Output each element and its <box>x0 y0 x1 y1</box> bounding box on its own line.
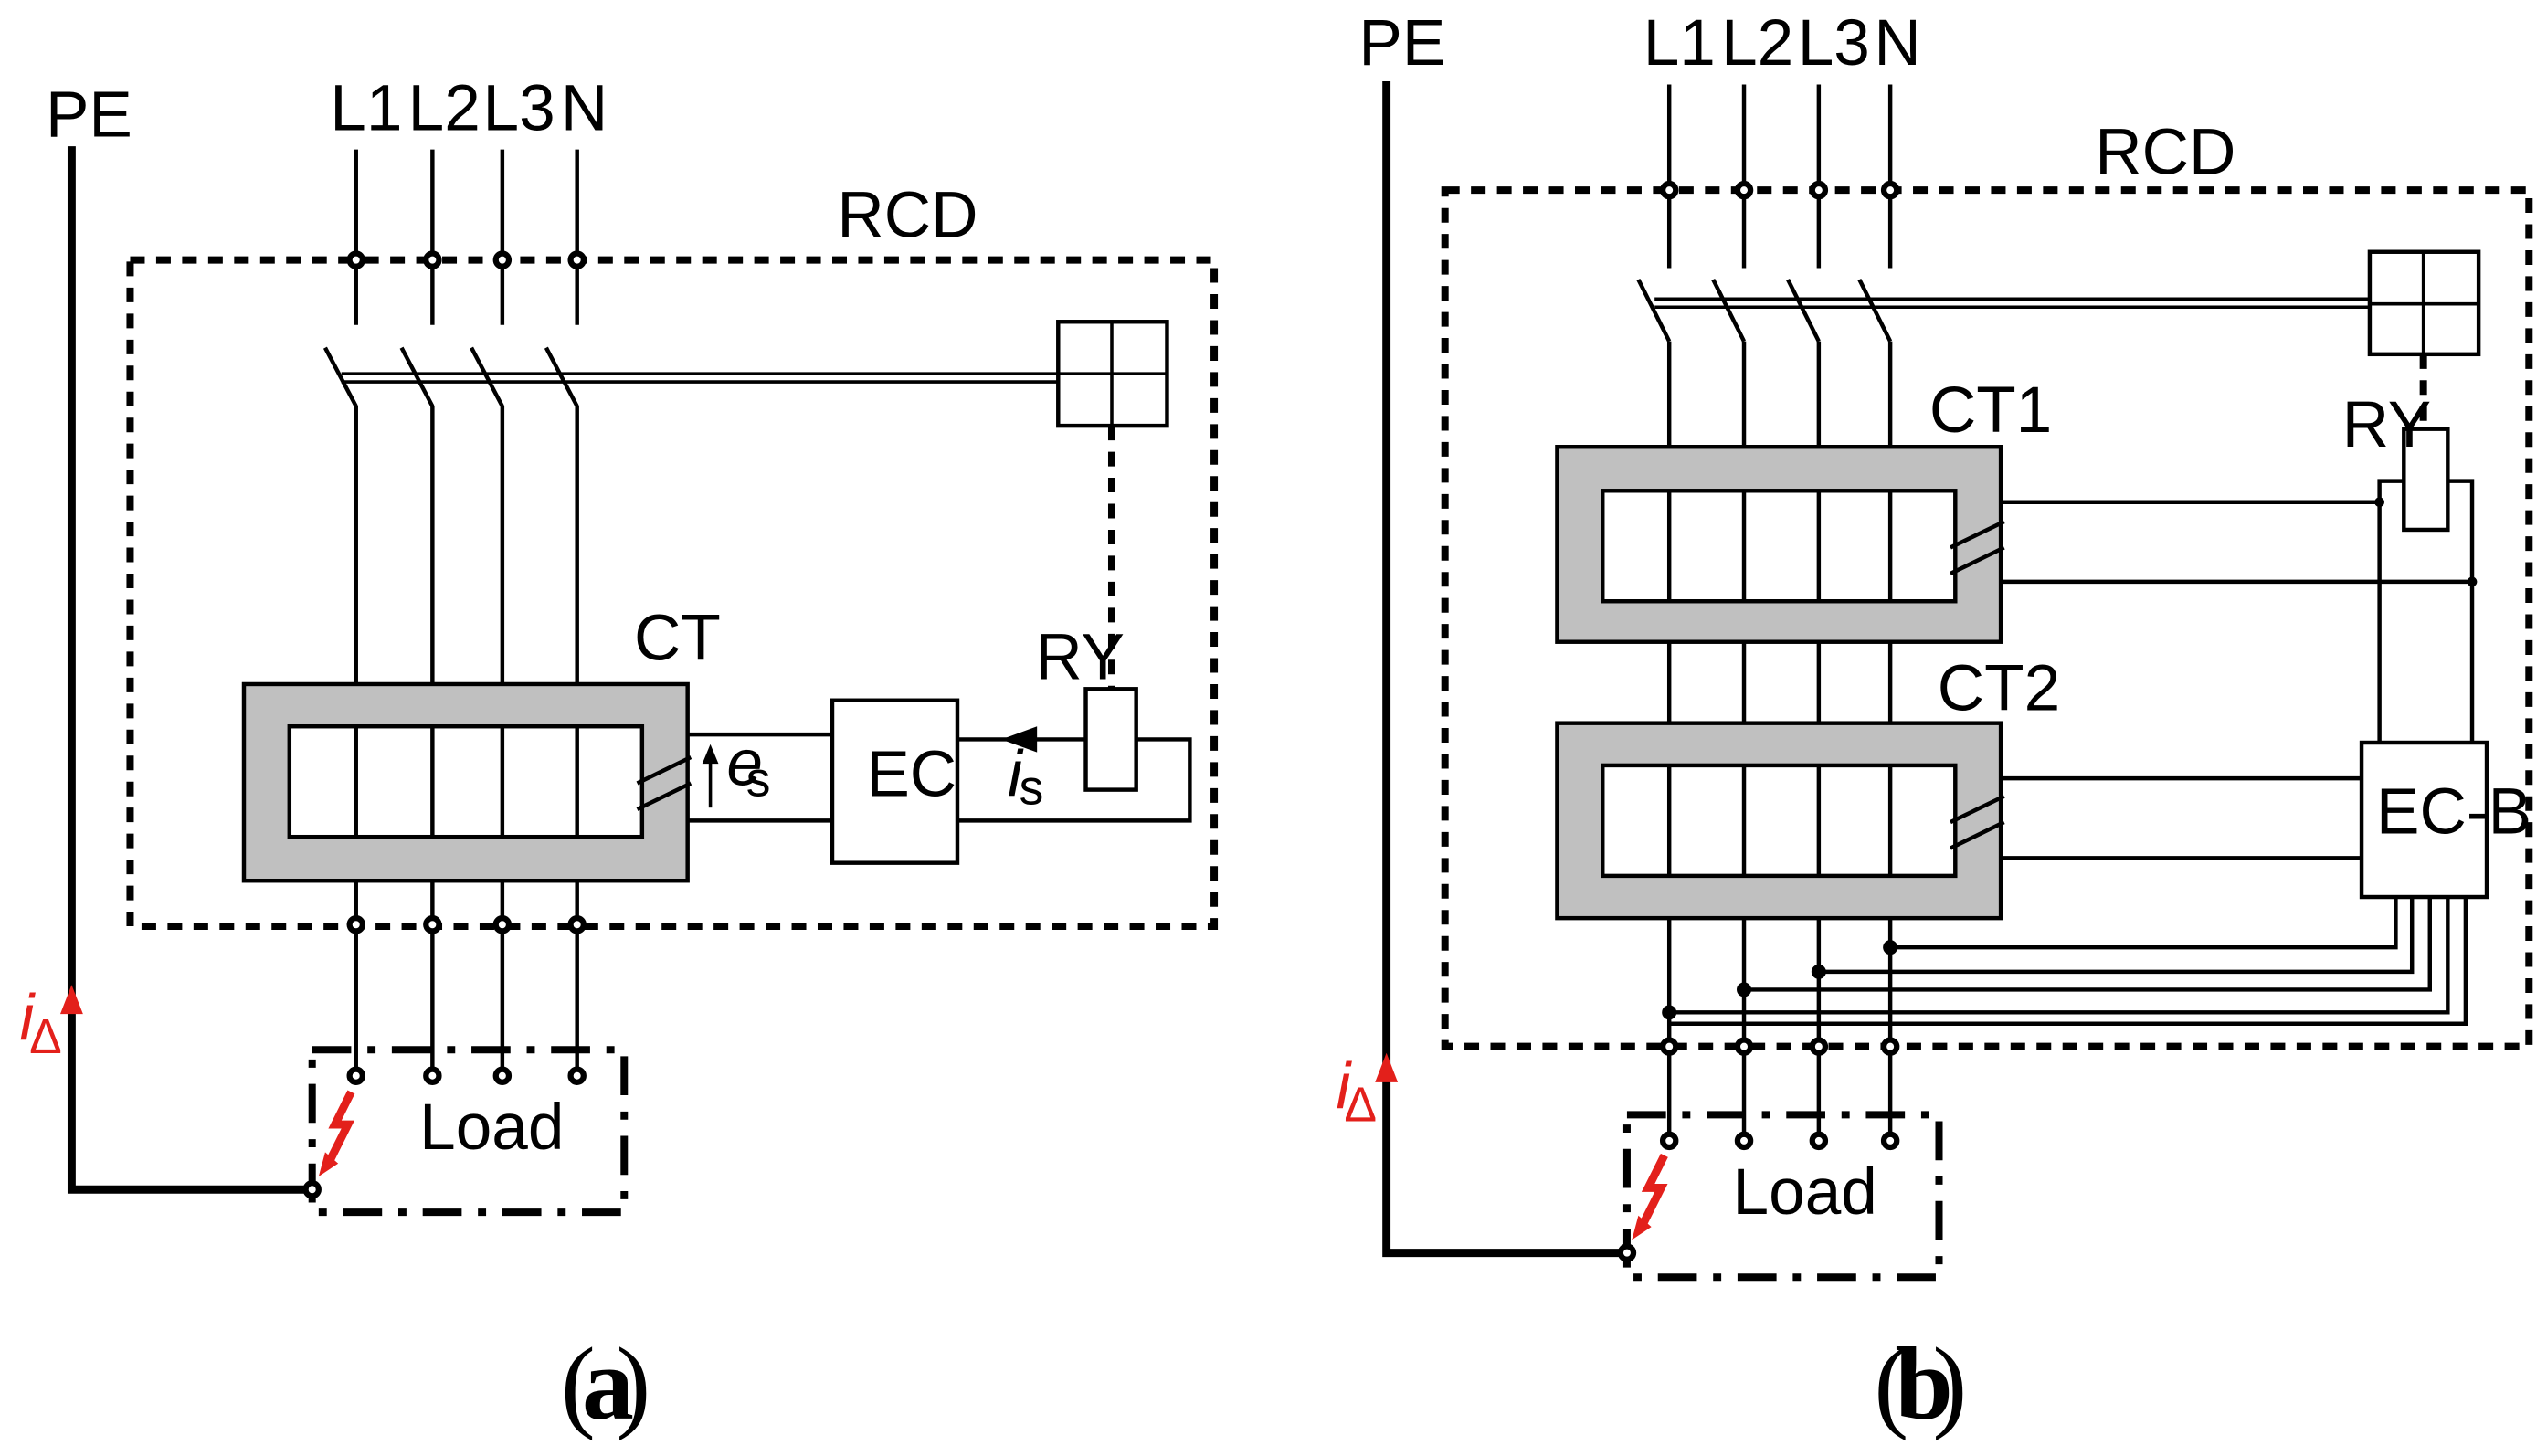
ry-wiring-b <box>2377 479 2475 744</box>
panel-a: PE L1 L2 L3 N RCD <box>19 72 1219 1441</box>
ct-window-conductors-a <box>354 726 579 838</box>
ct1-window-b <box>1601 489 1958 604</box>
caption-open-a: ( <box>561 1326 596 1441</box>
terminals-top-a <box>346 250 587 269</box>
caption-close-a: ) <box>616 1326 650 1441</box>
caption-letter-a: a <box>582 1326 634 1441</box>
load-terminals-a <box>302 1066 587 1199</box>
terminals-bottom-a <box>346 915 587 934</box>
l2-label-b: L2 <box>1721 7 1793 79</box>
is-arrow-a <box>1001 726 1038 753</box>
idelta-label-a: i <box>19 983 36 1055</box>
n-label-a: N <box>561 72 608 144</box>
ec-b-supply-wiring <box>1669 897 2468 1027</box>
caption-open-b: ( <box>1874 1326 1908 1441</box>
l3-label-a: L3 <box>483 72 555 144</box>
ry-relay-coil-b <box>2402 427 2450 533</box>
fault-arrowhead-b <box>1632 1215 1652 1240</box>
load-label-a: Load <box>419 1092 564 1164</box>
is-subscript-a: s <box>1020 762 1044 816</box>
ec-b-label: EC-B <box>2376 776 2531 849</box>
is-label-a: i <box>1008 739 1024 811</box>
ct-window-a <box>287 723 645 839</box>
es-subscript-a: s <box>746 754 771 807</box>
es-arrow-head-a <box>702 744 719 765</box>
junction-l3-b <box>1811 964 1826 979</box>
ry-label-b: RY <box>2342 389 2432 461</box>
line-conductors-top-a <box>354 149 579 325</box>
pe-label-a: PE <box>46 79 132 151</box>
fault-lightning-b <box>1636 1153 1668 1232</box>
ct2-label-b: CT2 <box>1938 652 2060 724</box>
switch-contacts-b <box>1636 278 1893 343</box>
idelta-arrow-a <box>59 985 83 1015</box>
ry-relay-coil-a <box>1083 687 1138 792</box>
l2-label-a: L2 <box>408 72 481 144</box>
l1-label-b: L1 <box>1643 7 1716 79</box>
terminals-top-b <box>1659 180 1900 200</box>
es-label-a: e <box>726 727 763 799</box>
junction-n-b <box>1883 940 1898 955</box>
panel-b: PE L1 L2 L3 N RCD <box>1336 7 2533 1441</box>
rcd-enclosure-a <box>126 256 1219 931</box>
ct1-label-b: CT1 <box>1929 375 2052 447</box>
rcd-label-a: RCD <box>837 180 978 252</box>
junction-ry-2-b <box>2467 576 2478 587</box>
ct1-window-conductors-b <box>1666 491 1893 602</box>
ry-label-a: RY <box>1035 622 1125 694</box>
ec-b-box <box>2359 740 2489 900</box>
terminals-bottom-b <box>1659 1037 1900 1056</box>
ec-box-a <box>830 698 960 865</box>
load-terminals-b <box>1617 1131 1900 1262</box>
pe-conductor-b <box>1382 80 1627 1258</box>
rcd-enclosure-b <box>1441 186 2533 1050</box>
caption-letter-b: b <box>1895 1326 1952 1441</box>
idelta-subscript-a: Δ <box>29 1010 62 1064</box>
ct2-window-b <box>1601 763 1958 879</box>
pe-label-b: PE <box>1358 7 1445 79</box>
ec-label-a: EC <box>866 739 956 811</box>
idelta-arrow-b <box>1375 1052 1399 1082</box>
idelta-label-b: i <box>1336 1050 1352 1123</box>
caption-close-b: ) <box>1932 1326 1967 1441</box>
junction-l1-b <box>1662 1005 1677 1020</box>
ct2-window-conductors-b <box>1666 765 1893 876</box>
fault-lightning-a <box>322 1090 355 1169</box>
l1-label-a: L1 <box>330 72 402 144</box>
ct-secondary-winding-a <box>636 732 832 823</box>
rcd-label-b: RCD <box>2095 116 2235 188</box>
idelta-subscript-b: Δ <box>1344 1079 1377 1133</box>
l3-label-b: L3 <box>1798 7 1870 79</box>
junction-ry-1-b <box>2374 497 2384 508</box>
junction-l2-b <box>1737 982 1752 997</box>
n-label-b: N <box>1874 7 1920 79</box>
pe-conductor-a <box>67 146 312 1194</box>
load-label-b: Load <box>1733 1156 1877 1229</box>
ct1-secondary-b <box>1949 500 2473 585</box>
ct-label-a: CT <box>634 602 721 674</box>
ct2-secondary-b <box>1949 775 2362 860</box>
line-conductors-top-b <box>1666 84 1893 269</box>
ec-output-wiring-a <box>956 737 1192 823</box>
switch-contacts-a <box>322 346 579 407</box>
